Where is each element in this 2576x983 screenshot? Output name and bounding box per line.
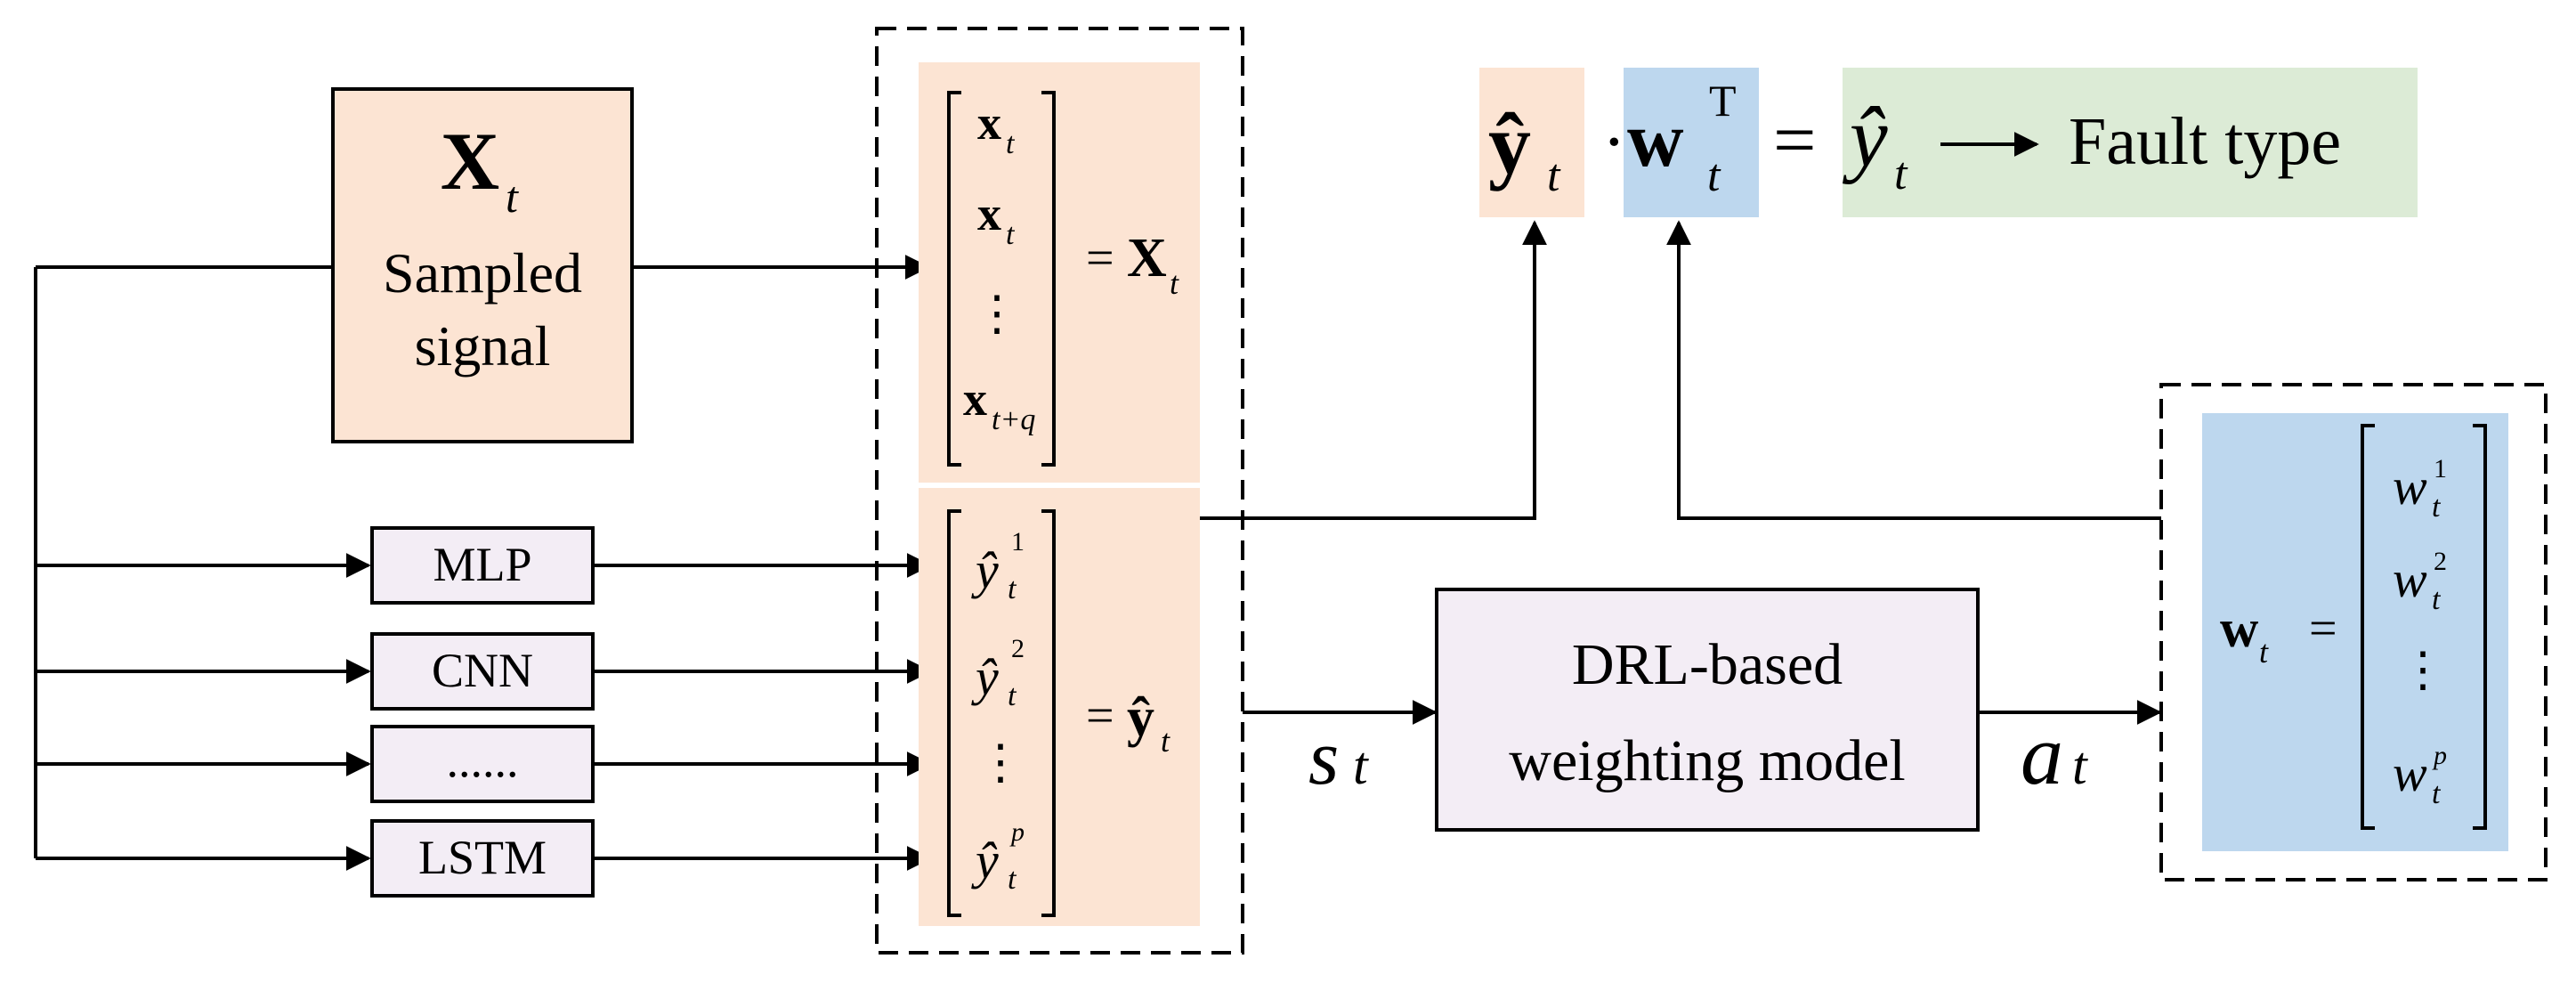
model-label-cnn: CNN [432,644,533,697]
y-row-2: ŷ [971,648,999,706]
model-boxes: MLP CNN ...... LSTM [370,526,595,898]
y-row-1: ŷ [971,541,999,599]
model-label-mlp: MLP [433,538,531,591]
y-left-bracket [947,509,961,917]
y-rhs-sub: t [1161,723,1171,759]
x-row-2-sub: t [1006,218,1016,251]
y-stack-bg [919,488,1200,926]
eq-y-hat: ŷ [1842,89,1888,184]
y-row-2-sup: 2 [1011,634,1025,663]
sampled-signal-box [331,87,634,443]
w-row-1-sub: t [2432,491,2442,524]
input-label-line2: signal [415,314,551,378]
x-row-vdots: ⋮ [973,287,1021,340]
w-row-4-sup: p [2432,741,2447,770]
w-row-4: w [2393,744,2427,802]
w-row-2: w [2393,550,2427,608]
drl-label-line1: DRL-based [1572,632,1843,697]
y-right-bracket [1041,509,1056,917]
weights-block: w t = w 1 t w 2 t ⋮ w p t [2159,383,2548,881]
eq-y-vec: ŷ [1488,96,1531,191]
drl-label-line2: weighting model [1509,728,1905,793]
w-row-vdots: ⋮ [2399,643,2447,696]
weights-dashed-frame [2159,383,2548,881]
eq-result-text: Fault type [2069,104,2341,179]
eq-y-hat-sub: t [1894,149,1908,199]
output-equation: ŷ t · w T t = ŷ t Fault type [1479,68,2418,217]
model-box-dots [370,725,595,803]
x-equals: = [1086,231,1114,286]
model-label-dots: ...... [447,734,519,787]
eq-w-sub: t [1707,150,1721,201]
state-label: s [1308,715,1339,801]
y-row-4-sup: p [1009,817,1025,847]
x-stack-bg [919,62,1200,483]
y-row-vdots: ⋮ [976,735,1025,789]
action-sub: t [2072,736,2088,795]
weights-equals: = [2309,601,2337,656]
w-row-2-sup: 2 [2434,547,2447,576]
w-row-2-sub: t [2432,583,2442,616]
y-row-4-sub: t [1008,863,1017,896]
y-row-4: ŷ [971,832,999,890]
weights-lhs: w [2220,599,2259,658]
w-left-bracket [2361,424,2375,830]
input-symbol: X [441,116,499,207]
model-box-cnn [370,632,595,711]
x-stack-panel: x t x t ⋮ x t+q = X t [919,62,1200,483]
x-rhs: X [1127,228,1167,288]
y-row-2-sub: t [1008,679,1017,712]
y-row-1-sup: 1 [1011,527,1025,556]
x-left-bracket [947,91,961,467]
weights-lhs-sub: t [2259,634,2269,670]
eq-equals: = [1773,97,1817,183]
y-equals: = [1086,688,1114,743]
drl-box [1435,588,1980,832]
w-row-4-sub: t [2432,777,2442,810]
x-row-2: x [977,187,1001,240]
y-rhs: ŷ [1127,687,1154,748]
input-label-line1: Sampled [383,241,582,305]
input-subscript: t [506,172,519,222]
eq-y-bg [1479,68,1584,217]
x-rhs-sub: t [1170,265,1179,301]
eq-w-bg [1624,68,1759,217]
model-box-mlp [370,526,595,605]
w-row-1: w [2393,458,2427,516]
x-row-1-sub: t [1006,127,1016,160]
state-sub: t [1353,736,1369,795]
w-row-1-sup: 1 [2434,454,2447,483]
eq-result-bg [1843,68,2418,217]
input-bus [34,255,930,871]
y-stack-panel: ŷ 1 t ŷ 2 t ⋮ ŷ p t = ŷ t [919,488,1200,926]
action-label: a [2021,707,2063,802]
w-right-bracket [2473,424,2487,830]
eq-w-vec: w [1627,97,1684,183]
drl-weighting-model-block: DRL-based weighting model [1435,588,1980,832]
x-right-bracket [1041,91,1056,467]
weights-bg [2202,413,2508,851]
model-output-arrows [593,553,932,871]
model-box-lstm [370,819,595,898]
x-row-4: x [963,372,987,426]
x-row-4-sub: t+q [992,403,1035,436]
y-row-1-sub: t [1008,573,1017,605]
arrow-weights-to-equation [1666,220,2161,520]
sampled-signal-block: X t Sampled signal [331,87,634,443]
stack-dashed-frame [875,27,1244,955]
eq-w-sup: T [1709,76,1737,126]
x-row-1: x [977,96,1001,150]
arrow-y-to-equation [1200,220,1547,520]
eq-y-sub: t [1547,150,1561,201]
eq-dot: · [1602,103,1626,182]
flow-lines [1200,220,2162,725]
model-label-lstm: LSTM [418,831,547,884]
